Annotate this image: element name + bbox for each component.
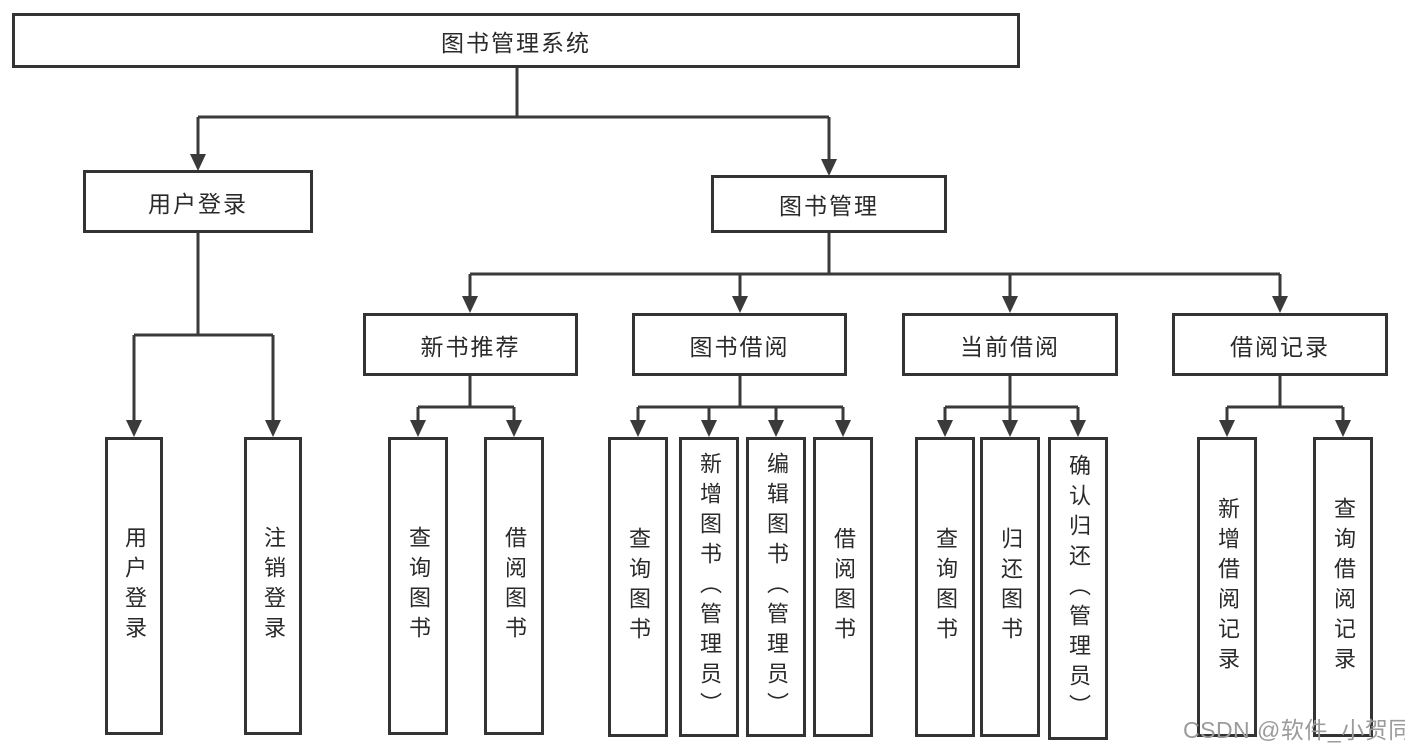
node-bb-edit-label: 编辑图书（管理员） xyxy=(764,452,789,722)
node-bb-add: 新增图书（管理员） xyxy=(679,437,739,737)
node-bb-query: 查询图书 xyxy=(608,437,668,737)
node-book-borrow: 图书借阅 xyxy=(632,313,847,376)
node-rec-borrow-label: 借阅图书 xyxy=(502,526,527,646)
node-logout-label: 注销登录 xyxy=(261,526,286,646)
watermark: CSDN @软件_小贺同学 xyxy=(1183,717,1405,743)
node-cb-query: 查询图书 xyxy=(915,437,975,737)
node-cb-confirm-label: 确认归还（管理员） xyxy=(1066,453,1091,724)
node-login: 用户登录 xyxy=(105,437,163,735)
node-cb-query-label: 查询图书 xyxy=(933,527,958,647)
node-root: 图书管理系统 xyxy=(12,13,1020,68)
node-br-query-label: 查询借阅记录 xyxy=(1331,497,1356,677)
node-bb-query-label: 查询图书 xyxy=(626,527,651,647)
node-book-mgmt: 图书管理 xyxy=(711,175,947,233)
node-logout: 注销登录 xyxy=(244,437,302,735)
node-login-label: 用户登录 xyxy=(122,526,147,646)
node-cb-return-label: 归还图书 xyxy=(998,527,1023,647)
node-bb-add-label: 新增图书（管理员） xyxy=(697,452,722,722)
node-borrow-record: 借阅记录 xyxy=(1172,313,1388,376)
node-rec-query-label: 查询图书 xyxy=(406,526,431,646)
node-bb-edit: 编辑图书（管理员） xyxy=(746,437,806,737)
node-bb-borrow-label: 借阅图书 xyxy=(831,527,856,647)
node-user-login: 用户登录 xyxy=(83,170,313,233)
node-cb-confirm: 确认归还（管理员） xyxy=(1048,437,1108,740)
node-br-add-label: 新增借阅记录 xyxy=(1215,497,1240,677)
node-current-borrow: 当前借阅 xyxy=(902,313,1118,376)
node-new-book-rec: 新书推荐 xyxy=(363,313,578,376)
node-cb-return: 归还图书 xyxy=(980,437,1040,737)
node-br-add: 新增借阅记录 xyxy=(1197,437,1257,737)
node-rec-borrow: 借阅图书 xyxy=(484,437,544,735)
node-br-query: 查询借阅记录 xyxy=(1313,437,1373,737)
node-rec-query: 查询图书 xyxy=(388,437,448,735)
node-bb-borrow: 借阅图书 xyxy=(813,437,873,737)
